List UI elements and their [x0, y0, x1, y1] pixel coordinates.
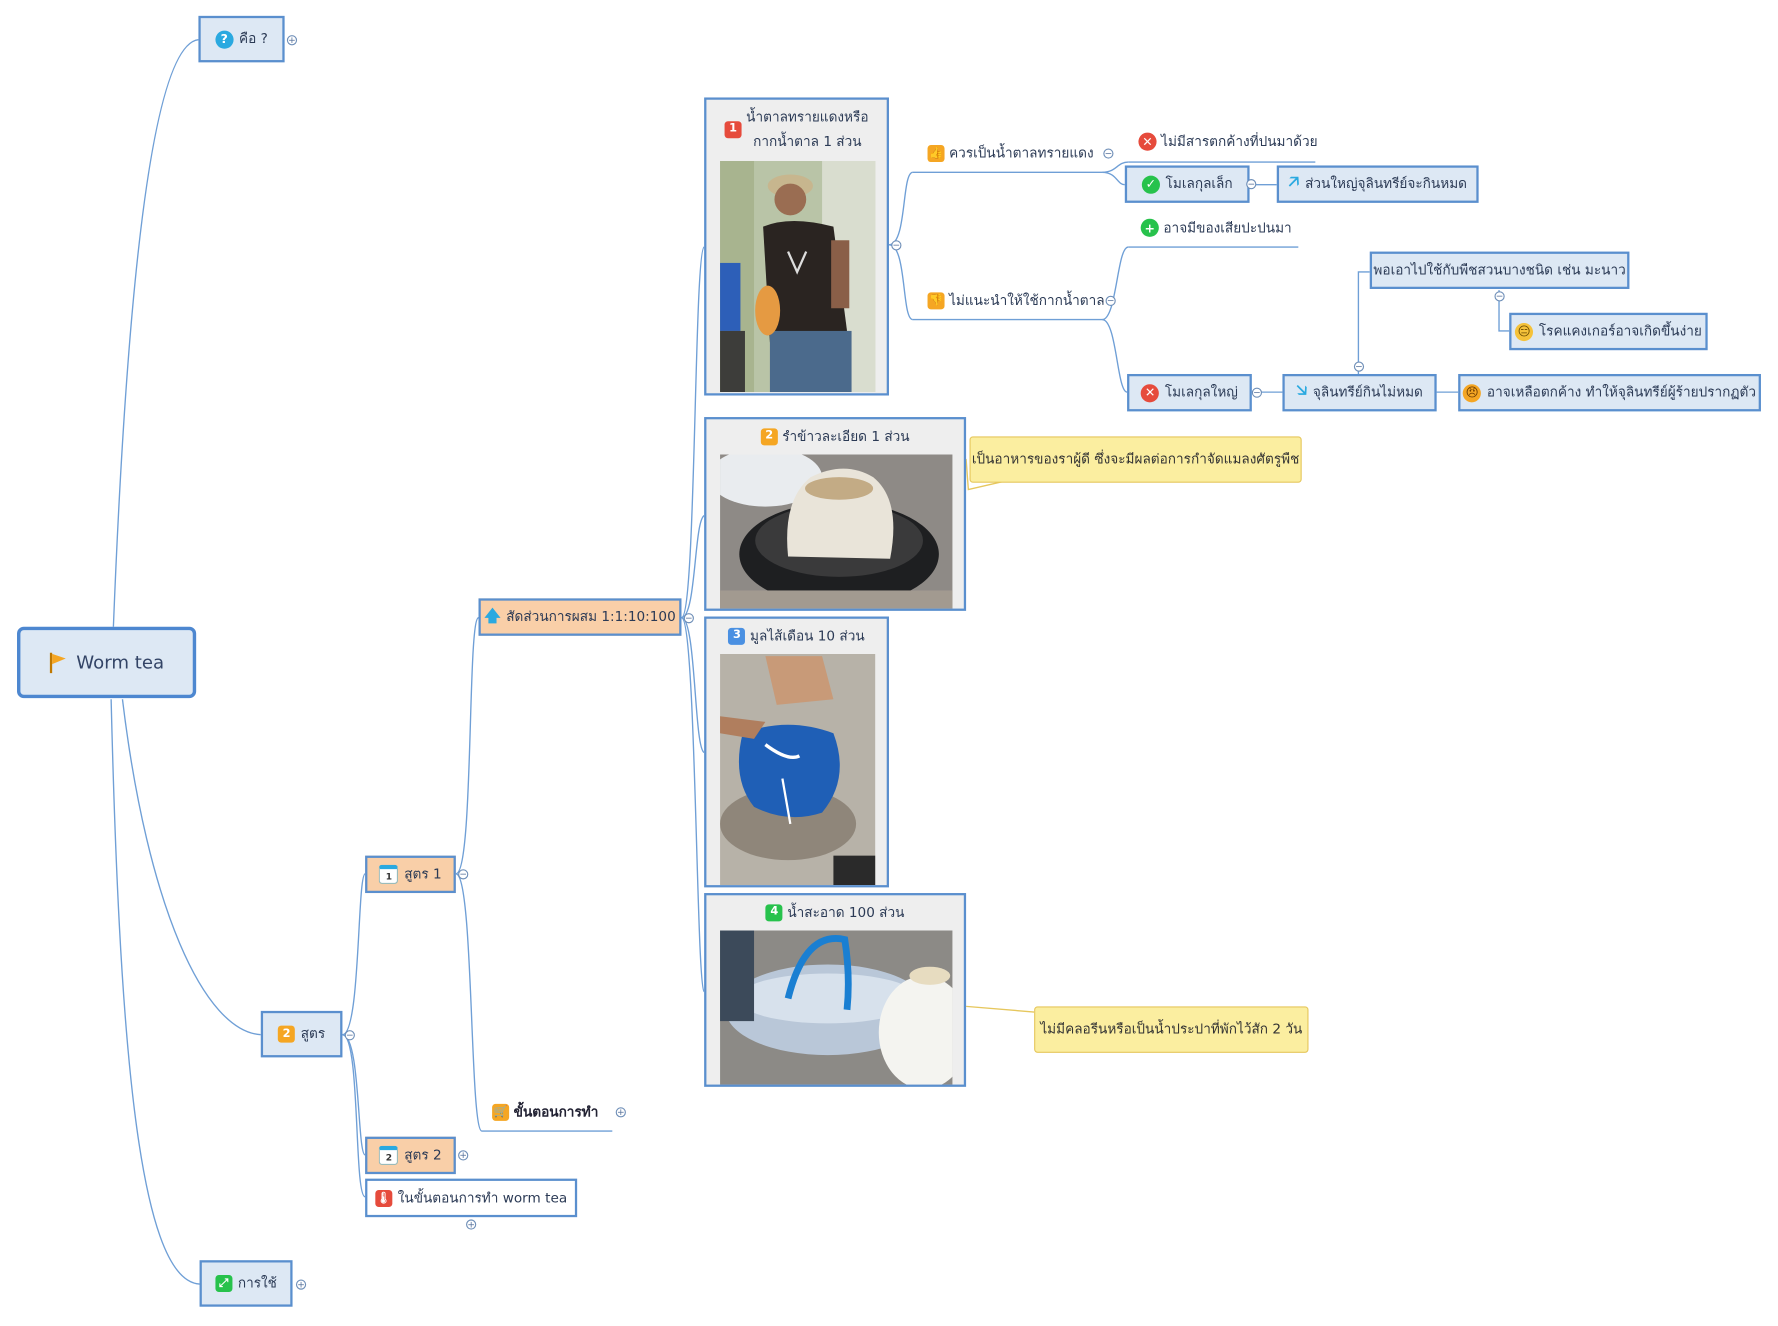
- expand-icon: ⤢: [215, 1274, 233, 1292]
- root-label: Worm tea: [76, 651, 165, 674]
- residue-node[interactable]: 😠 อาจเหลือตกค้าง ทำให้จุลินทรีย์ผู้ร้ายป…: [1458, 373, 1761, 412]
- cross-circle-icon: ✕: [1141, 383, 1160, 402]
- ingredient-1-number: 1: [724, 120, 742, 138]
- large-molecule-label: โมเลกุลใหญ่: [1164, 384, 1238, 401]
- collapse-toggle[interactable]: −: [1105, 295, 1116, 306]
- plus-circle-icon: +: [1140, 218, 1159, 237]
- formula-1-label: สูตร 1: [404, 865, 442, 882]
- collapse-toggle[interactable]: −: [1494, 291, 1505, 302]
- ingredient-3-photo: [720, 653, 876, 886]
- expand-toggle[interactable]: +: [458, 1150, 469, 1161]
- no-residue-node[interactable]: ✕ ไม่มีสารตกค้างที่ปนมาด้วย: [1138, 129, 1318, 154]
- ingredient-2-label: รำข้าวละเอียด 1 ส่วน: [782, 428, 910, 445]
- waste-node[interactable]: + อาจมีของเสียปะปนมา: [1140, 215, 1292, 240]
- calendar-icon: 2: [379, 1145, 399, 1166]
- ingredient-4-number: 4: [765, 903, 783, 921]
- steps-node[interactable]: 🛒 ขั้นตอนการทำ: [492, 1099, 598, 1124]
- large-molecule-node[interactable]: ✕ โมเลกุลใหญ่: [1127, 373, 1252, 412]
- ingredient-card-3[interactable]: 3 มูลไส้เดือน 10 ส่วน: [704, 616, 889, 888]
- ingredient-card-1[interactable]: 1 น้ำตาลทรายแดงหรือ กากน้ำตาล 1 ส่วน: [704, 97, 889, 396]
- thumbs-down-icon: 👎: [927, 291, 945, 309]
- expand-toggle[interactable]: +: [466, 1219, 477, 1230]
- collapse-toggle[interactable]: −: [683, 613, 694, 624]
- callout-bran[interactable]: เป็นอาหารของราผู้ดี ซึ่งจะมีผลต่อการกำจั…: [969, 436, 1302, 483]
- angry-face-icon: 😠: [1463, 383, 1482, 402]
- large-use-label: พอเอาไปใช้กับพืชสวนบางชนิด เช่น มะนาว: [1373, 261, 1626, 278]
- branch-what-label: คือ ?: [239, 30, 268, 47]
- canker-label: โรคแคงเกอร์อาจเกิดขึ้นง่าย: [1538, 322, 1702, 339]
- ratio-node[interactable]: 🡅 สัดส่วนการผสม 1:1:10:100: [478, 598, 682, 636]
- expand-toggle[interactable]: +: [286, 35, 298, 46]
- ingredient-4-caption: 4 น้ำสะอาด 100 ส่วน: [706, 900, 963, 925]
- small-molecule-label: โมเลกุลเล็ก: [1165, 175, 1233, 192]
- neutral-face-icon: 😑: [1515, 322, 1534, 341]
- formula-badge: 2: [278, 1025, 296, 1043]
- waste-label: อาจมีของเสียปะปนมา: [1163, 219, 1292, 236]
- branch-what[interactable]: ? คือ ?: [198, 15, 285, 63]
- canker-node[interactable]: 😑 โรคแคงเกอร์อาจเกิดขึ้นง่าย: [1509, 312, 1708, 351]
- collapse-toggle[interactable]: −: [1251, 387, 1263, 398]
- cross-circle-icon: ✕: [1138, 132, 1157, 151]
- ingredient-1-caption: 1 น้ำตาลทรายแดงหรือ กากน้ำตาล 1 ส่วน: [706, 104, 886, 154]
- steps-label: ขั้นตอนการทำ: [513, 1103, 599, 1120]
- collapse-toggle[interactable]: −: [891, 240, 902, 251]
- collapse-toggle[interactable]: −: [458, 869, 469, 880]
- collapse-toggle[interactable]: −: [1353, 361, 1365, 372]
- branch-usage[interactable]: ⤢ การใช้: [199, 1260, 293, 1307]
- ingredient-1-photo: [720, 160, 876, 393]
- ingredient-2-caption: 2 รำข้าวละเอียด 1 ส่วน: [706, 424, 963, 449]
- arrow-up-right-icon: 🡥: [1288, 171, 1300, 192]
- formula-2-label: สูตร 2: [404, 1146, 442, 1163]
- ingredient-1-line2: กากน้ำตาล 1 ส่วน: [753, 133, 862, 150]
- residue-label: อาจเหลือตกค้าง ทำให้จุลินทรีย์ผู้ร้ายปรา…: [1486, 384, 1757, 401]
- ingredient-3-number: 3: [728, 627, 746, 645]
- flag-icon: [50, 652, 67, 673]
- check-circle-icon: ✓: [1141, 175, 1160, 194]
- ingredient-card-2[interactable]: 2 รำข้าวละเอียด 1 ส่วน: [704, 417, 967, 611]
- formula-1-node[interactable]: 1 สูตร 1: [365, 855, 456, 894]
- ingredient-4-photo: [720, 930, 953, 1085]
- branch-formula[interactable]: 2 สูตร: [260, 1010, 343, 1058]
- arrow-up-icon: 🡅: [484, 606, 501, 626]
- small-result-label: ส่วนใหญ่จุลินทรีย์จะกินหมด: [1305, 175, 1468, 192]
- process-note-label: ในขั้นตอนการทำ worm tea: [397, 1189, 568, 1206]
- collapse-toggle[interactable]: −: [1103, 148, 1114, 159]
- root-node[interactable]: Worm tea: [17, 626, 197, 699]
- ingredient-2-number: 2: [760, 427, 778, 445]
- expand-toggle[interactable]: +: [295, 1279, 307, 1290]
- cart-icon: 🛒: [492, 1103, 510, 1121]
- question-icon: ?: [215, 30, 234, 49]
- thumbs-up-icon: 👍: [927, 144, 945, 162]
- process-note-node[interactable]: 🌡 ในขั้นตอนการทำ worm tea: [365, 1178, 578, 1218]
- ratio-label: สัดส่วนการผสม 1:1:10:100: [506, 608, 676, 625]
- collapse-toggle[interactable]: −: [344, 1030, 355, 1041]
- callout-water[interactable]: ไม่มีคลอรีนหรือเป็นน้ำประปาที่พักไว้สัก …: [1034, 1006, 1309, 1053]
- thermometer-icon: 🌡: [375, 1189, 393, 1207]
- sugar-pro-node[interactable]: 👍 ควรเป็นน้ำตาลทรายแดง: [927, 141, 1094, 166]
- ingredient-4-label: น้ำสะอาด 100 ส่วน: [787, 904, 905, 921]
- arrow-down-right-icon: 🡦: [1296, 379, 1308, 401]
- small-result-node[interactable]: 🡥 ส่วนใหญ่จุลินทรีย์จะกินหมด: [1276, 165, 1479, 203]
- no-residue-label: ไม่มีสารตกค้างที่ปนมาด้วย: [1161, 133, 1318, 150]
- large-result-node[interactable]: 🡦 จุลินทรีย์กินไม่หมด: [1282, 373, 1437, 412]
- sugar-pro-label: ควรเป็นน้ำตาลทรายแดง: [949, 144, 1094, 161]
- large-result-label: จุลินทรีย์กินไม่หมด: [1312, 384, 1423, 401]
- sugar-con-node[interactable]: 👎 ไม่แนะนำให้ใช้กากน้ำตาล: [927, 288, 1105, 313]
- branch-formula-label: สูตร: [300, 1025, 326, 1042]
- collapse-toggle[interactable]: −: [1246, 179, 1257, 190]
- ingredient-3-label: มูลไส้เดือน 10 ส่วน: [750, 627, 865, 644]
- sugar-con-label: ไม่แนะนำให้ใช้กากน้ำตาล: [949, 291, 1105, 308]
- calendar-icon: 1: [379, 864, 399, 884]
- small-molecule-node[interactable]: ✓ โมเลกุลเล็ก: [1124, 165, 1250, 203]
- ingredient-3-caption: 3 มูลไส้เดือน 10 ส่วน: [706, 623, 886, 648]
- large-use-node[interactable]: พอเอาไปใช้กับพืชสวนบางชนิด เช่น มะนาว: [1369, 251, 1630, 289]
- ingredient-1-line1: น้ำตาลทรายแดงหรือ: [746, 108, 869, 125]
- branch-usage-label: การใช้: [237, 1274, 277, 1291]
- expand-toggle[interactable]: +: [615, 1107, 626, 1118]
- ingredient-card-4[interactable]: 4 น้ำสะอาด 100 ส่วน: [704, 893, 967, 1087]
- formula-2-node[interactable]: 2 สูตร 2: [365, 1136, 456, 1175]
- ingredient-2-photo: [720, 454, 953, 609]
